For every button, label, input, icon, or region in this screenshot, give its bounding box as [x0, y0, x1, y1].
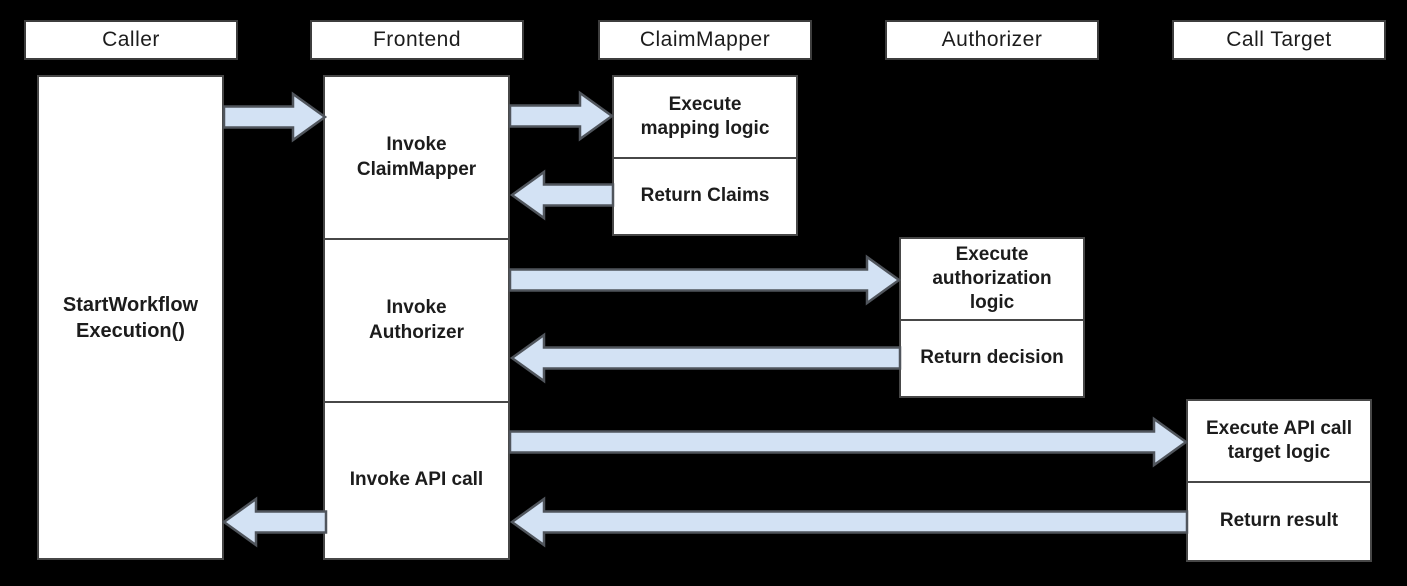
- authorizer-step-return-decision: Return decision: [901, 319, 1083, 396]
- lifeline-header-claimmapper: ClaimMapper: [598, 20, 812, 60]
- arrow-calltarget-to-frontend: [509, 496, 1189, 548]
- lifeline-header-calltarget: Call Target: [1172, 20, 1386, 60]
- arrow-authorizer-to-frontend: [509, 332, 902, 384]
- frontend-step-invoke-api-call: Invoke API call: [325, 401, 508, 558]
- arrow-frontend-to-claimmapper: [508, 90, 615, 142]
- lifeline-header-caller: Caller: [24, 20, 238, 60]
- lifeline-header-frontend: Frontend: [310, 20, 524, 60]
- arrow-frontend-to-authorizer: [508, 254, 902, 306]
- arrow-caller-to-frontend: [222, 91, 328, 143]
- arrow-claimmapper-to-frontend: [509, 169, 615, 221]
- lifeline-header-authorizer: Authorizer: [885, 20, 1099, 60]
- arrow-frontend-to-caller: [221, 496, 328, 548]
- arrow-frontend-to-calltarget: [508, 416, 1189, 468]
- calltarget-step-return-result: Return result: [1188, 481, 1370, 560]
- claimmapper-step-return-claims: Return Claims: [614, 157, 796, 234]
